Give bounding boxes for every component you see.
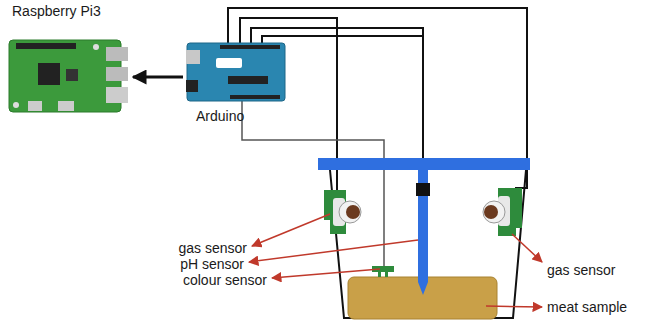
gas-sensor-left	[324, 190, 361, 234]
colour-sensor-wire	[242, 100, 384, 267]
part-label: pH sensor	[179, 256, 245, 272]
colour-sensor-pin	[385, 272, 388, 277]
computer-node: Raspberry Pi3	[8, 3, 130, 113]
gas-sensor-right	[483, 188, 522, 236]
raspberry-pi-board	[8, 39, 130, 113]
container-lid	[318, 158, 530, 170]
part-label: meat sample	[546, 299, 628, 315]
ph-sensor-head	[416, 183, 430, 196]
controller-node: Arduino	[186, 42, 286, 124]
arduino-board	[186, 42, 286, 102]
data-arrow	[133, 76, 183, 79]
board-label: Raspberry Pi3	[12, 3, 130, 19]
container-jar	[330, 170, 526, 318]
colour-sensor-pin	[378, 272, 381, 277]
part-label: gas sensor	[546, 262, 616, 278]
board-label: Arduino	[196, 108, 286, 124]
part-label: gas sensor	[178, 240, 248, 256]
leader-arrows	[249, 214, 542, 307]
part-label: colour sensor	[182, 272, 268, 288]
